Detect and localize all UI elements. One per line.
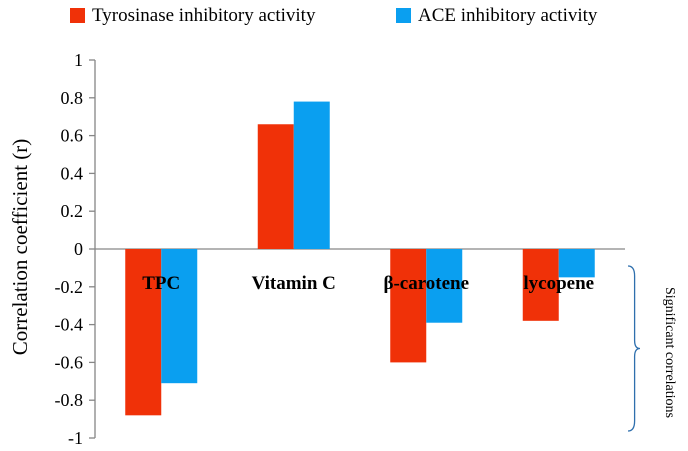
legend-label-tyrosinase: Tyrosinase inhibitory activity [92, 5, 316, 26]
y-tick-label: -1 [68, 428, 83, 448]
y-tick-label: 0 [74, 239, 83, 259]
y-tick-label: -0.4 [55, 315, 84, 335]
y-axis-ticks: 1 0.8 0.6 0.4 0.2 0 -0.2 -0.4 -0.6 -0.8 -1 [55, 50, 95, 448]
legend-swatch-tyrosinase [70, 8, 85, 23]
category-labels: TPC Vitamin C β-carotene lycopene [142, 273, 594, 294]
bar-vitamin-c-series-0 [257, 124, 294, 249]
bar-lycopene-series-0 [522, 249, 559, 321]
bar--carotene-series-0 [390, 249, 427, 363]
y-tick-label: -0.8 [55, 390, 84, 410]
bar--carotene-series-1 [426, 249, 463, 323]
y-tick-label: 0.6 [61, 126, 84, 146]
y-tick-label: -0.2 [55, 277, 84, 297]
legend-swatch-ace [396, 8, 411, 23]
y-tick-label: 1 [74, 50, 83, 70]
legend: Tyrosinase inhibitory activity ACE inhib… [70, 5, 598, 26]
y-tick-label: 0.2 [61, 201, 84, 221]
y-tick-label: 0.4 [61, 163, 84, 183]
category-label: Vitamin C [252, 273, 336, 294]
bar-vitamin-c-series-1 [293, 101, 330, 249]
bar-tpc-series-1 [161, 249, 198, 384]
significance-annotation-label: Significant correlations [662, 287, 677, 418]
y-axis-title: Correlation coefficient (r) [8, 139, 32, 356]
significance-bracket [627, 265, 641, 432]
bars [125, 101, 595, 416]
y-tick-label: -0.6 [55, 352, 84, 372]
category-label: β-carotene [383, 273, 469, 294]
category-label: lycopene [523, 273, 594, 294]
legend-label-ace: ACE inhibitory activity [418, 5, 598, 26]
bar-tpc-series-0 [125, 249, 162, 416]
y-tick-label: 0.8 [61, 88, 84, 108]
category-label: TPC [142, 273, 180, 294]
bar-lycopene-series-1 [558, 249, 595, 278]
